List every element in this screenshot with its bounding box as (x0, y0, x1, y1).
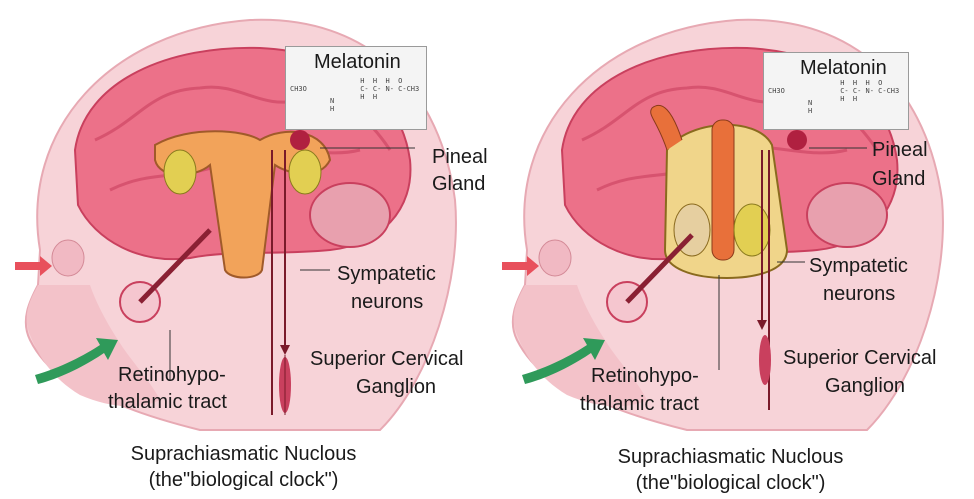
testis-right (734, 204, 770, 256)
ganglion-label-line1: Superior Cervical (310, 348, 463, 371)
caption-line1: Suprachiasmatic Nuclous (487, 446, 974, 469)
tract-label-line2: thalamic tract (108, 391, 227, 414)
pineal-label-line1: Pineal (432, 146, 488, 169)
sympathetic-label-line1: Sympatetic (337, 263, 436, 286)
panel-female: Melatonin CH3O N H H H H O C- C- N- C-CH… (0, 0, 487, 499)
tract-label-line1: Retinohypo- (118, 364, 226, 387)
ovary-left (164, 150, 196, 194)
formula-n: N H (808, 99, 812, 115)
pineal-gland (290, 130, 310, 150)
ganglion-label-line1: Superior Cervical (783, 347, 936, 370)
melatonin-title: Melatonin (800, 57, 887, 80)
panel-male: Melatonin CH3O N H H H H O C- C- N- C-CH… (487, 0, 974, 499)
formula-left: CH3O (290, 85, 307, 93)
tract-label-line2: thalamic tract (580, 393, 699, 416)
sympathetic-label-line1: Sympatetic (809, 255, 908, 278)
ganglion-label-line2: Ganglion (356, 376, 436, 399)
phallus (712, 120, 734, 260)
eye (539, 240, 571, 276)
sympathetic-label-line2: neurons (823, 283, 895, 306)
tract-label-line1: Retinohypo- (591, 365, 699, 388)
cerebellum (807, 183, 887, 247)
eye (52, 240, 84, 276)
sympathetic-label-line2: neurons (351, 291, 423, 314)
melatonin-title: Melatonin (314, 51, 401, 74)
formula-left: CH3O (768, 87, 785, 95)
ganglion-label-line2: Ganglion (825, 375, 905, 398)
caption-line1: Suprachiasmatic Nuclous (0, 443, 487, 466)
ganglion-shape (759, 335, 771, 385)
caption-line2: (the"biological clock") (487, 472, 974, 495)
formula-chain: H H H O C- C- N- C-CH3 H H (836, 79, 899, 103)
pineal-label-line1: Pineal (872, 139, 928, 162)
pineal-gland (787, 130, 807, 150)
formula-n: N H (330, 97, 334, 113)
ovary-right (289, 150, 321, 194)
formula-chain: H H H O C- C- N- C-CH3 H H (356, 77, 419, 101)
melatonin-box: Melatonin CH3O N H H H H O C- C- N- C-CH… (763, 52, 909, 130)
caption-line2: (the"biological clock") (0, 469, 487, 492)
melatonin-box: Melatonin CH3O N H H H H O C- C- N- C-CH… (285, 46, 427, 130)
cerebellum (310, 183, 390, 247)
pineal-label-line2: Gland (432, 173, 485, 196)
pineal-label-line2: Gland (872, 168, 925, 191)
